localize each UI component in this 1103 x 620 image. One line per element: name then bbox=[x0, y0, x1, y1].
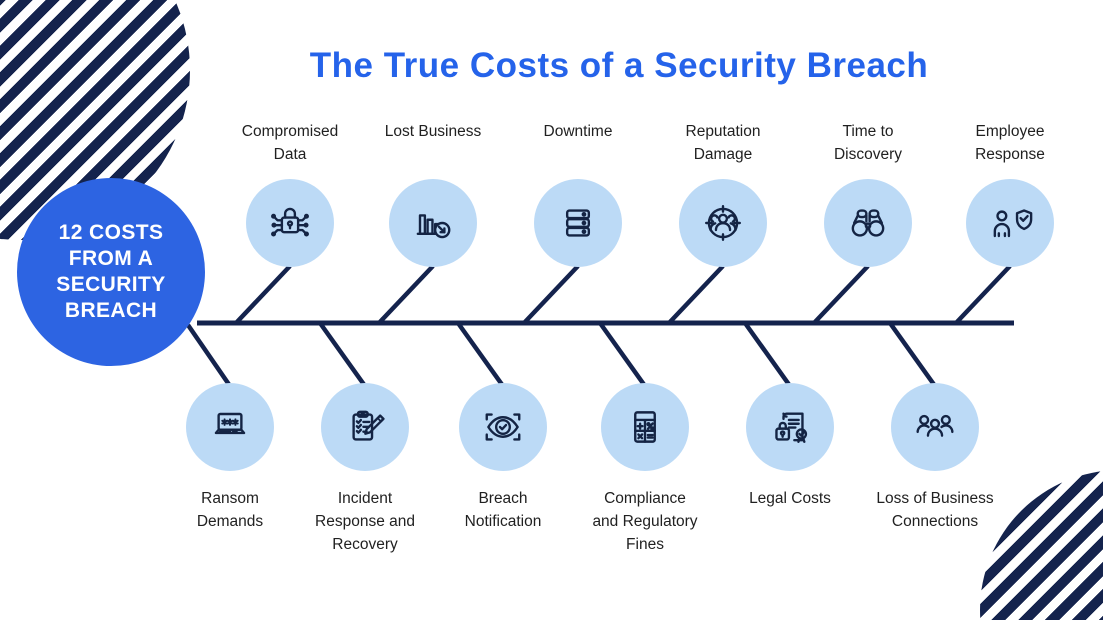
person-shield-icon bbox=[993, 209, 1033, 238]
node-label: Legal Costs bbox=[749, 490, 831, 507]
people-group-icon bbox=[916, 414, 954, 437]
hub-line: 12 COSTS bbox=[58, 221, 164, 244]
node-circle bbox=[389, 179, 477, 267]
node-label: Time to Discovery bbox=[833, 123, 903, 163]
server-stack-icon bbox=[565, 209, 591, 237]
node-label: Compromised Data bbox=[241, 123, 339, 163]
declining-chart-icon bbox=[416, 214, 451, 239]
node-circle bbox=[891, 383, 979, 471]
node-label: Lost Business bbox=[384, 123, 482, 140]
page-title: The True Costs of a Security Breach bbox=[309, 46, 929, 85]
calculator-icon bbox=[634, 411, 656, 443]
document-lock-seal-icon bbox=[775, 412, 808, 443]
laptop-password-icon bbox=[214, 412, 246, 435]
target-people-icon bbox=[705, 205, 741, 241]
node-circle bbox=[746, 383, 834, 471]
node-circle bbox=[321, 383, 409, 471]
node-label: Loss of Business Connections bbox=[876, 490, 994, 530]
hub-line: BREACH bbox=[64, 299, 158, 322]
binoculars-icon bbox=[851, 209, 885, 237]
node-circle bbox=[966, 179, 1054, 267]
node-circle bbox=[246, 179, 334, 267]
hub-circle: 12 COSTS FROM A SECURITY BREACH bbox=[17, 178, 205, 366]
node-label: Reputation Damage bbox=[685, 123, 761, 163]
node-label: Employee Response bbox=[975, 123, 1045, 163]
node-circle bbox=[601, 383, 689, 471]
hub-line: SECURITY bbox=[56, 273, 166, 296]
node-circle bbox=[186, 383, 274, 471]
eye-check-icon bbox=[485, 413, 521, 441]
clipboard-pencil-icon bbox=[352, 410, 385, 441]
node-label: Breach Notification bbox=[464, 490, 542, 530]
node-label: Ransom Demands bbox=[196, 490, 264, 530]
node-circle bbox=[459, 383, 547, 471]
node-circle bbox=[534, 179, 622, 267]
node-label: Downtime bbox=[543, 123, 613, 140]
node-circle bbox=[824, 179, 912, 267]
node-circle bbox=[679, 179, 767, 267]
circuit-padlock-icon bbox=[271, 207, 309, 237]
hub-line: FROM A bbox=[68, 247, 154, 270]
node-label: Compliance and Regulatory Fines bbox=[592, 490, 698, 553]
node-label: Incident Response and Recovery bbox=[315, 490, 415, 553]
